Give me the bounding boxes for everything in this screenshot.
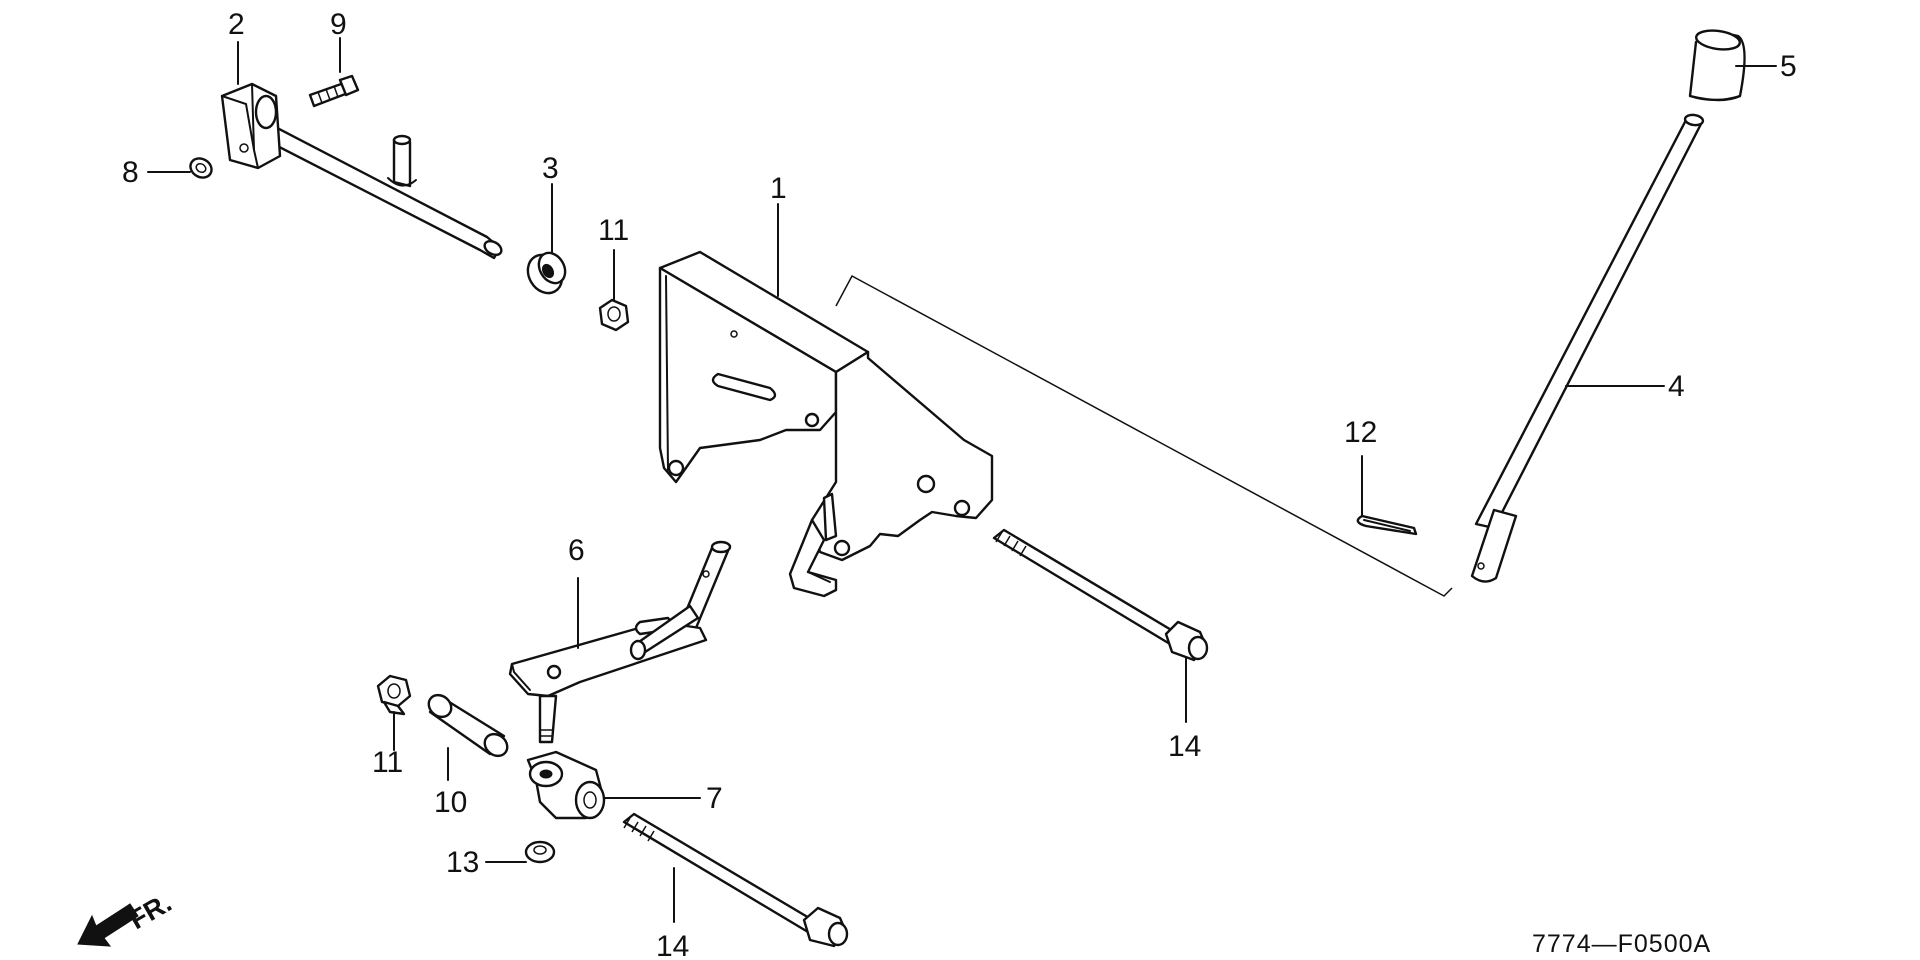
- cotter-pin-part-12: [1356, 514, 1418, 536]
- clip-part-13: [524, 840, 556, 864]
- long-bolt-part-14-upper: [992, 528, 1209, 662]
- leader-lines: [147, 37, 1777, 923]
- callout-part-8: 8: [122, 156, 139, 189]
- callout-part-3: 3: [542, 152, 559, 185]
- callout-part-11-upper: 11: [598, 214, 629, 247]
- callout-part-10: 10: [434, 786, 467, 819]
- callout-part-7: 7: [706, 782, 723, 815]
- front-arrow-icon: [77, 903, 139, 947]
- shaft-assembly-part-2: [220, 82, 503, 260]
- assembly-guide-line: [835, 274, 1453, 597]
- nut-part-11-lower: [376, 674, 412, 716]
- callout-part-12: 12: [1344, 416, 1377, 449]
- lever-rod-part-4: [1470, 113, 1705, 583]
- callout-part-9: 9: [330, 8, 347, 41]
- callout-part-4: 4: [1668, 370, 1685, 403]
- front-label: FR.: [124, 887, 177, 935]
- long-bolt-part-14-lower: [622, 812, 849, 948]
- knob-part-5: [1688, 29, 1746, 102]
- spacer-part-10: [427, 693, 509, 758]
- shift-plate-part-6: [508, 540, 732, 744]
- bolt-part-9: [308, 74, 360, 108]
- callout-part-11-lower: 11: [372, 746, 403, 779]
- callout-part-2: 2: [228, 8, 245, 41]
- diagram-code: 7774—F0500A: [1532, 930, 1711, 958]
- callout-part-1: 1: [770, 172, 787, 205]
- callout-part-5: 5: [1780, 50, 1797, 83]
- nut-part-11-upper: [598, 298, 630, 332]
- washer-part-8: [189, 157, 213, 179]
- front-direction-indicator: FR.: [77, 887, 177, 947]
- callout-part-14-upper: 14: [1168, 730, 1201, 763]
- callout-part-6: 6: [568, 534, 585, 567]
- joint-block-part-7: [526, 750, 606, 820]
- main-bracket-part-1: [658, 250, 994, 598]
- bushing-part-3: [526, 251, 567, 295]
- callout-part-14-lower: 14: [656, 930, 689, 960]
- callout-part-13: 13: [446, 846, 479, 879]
